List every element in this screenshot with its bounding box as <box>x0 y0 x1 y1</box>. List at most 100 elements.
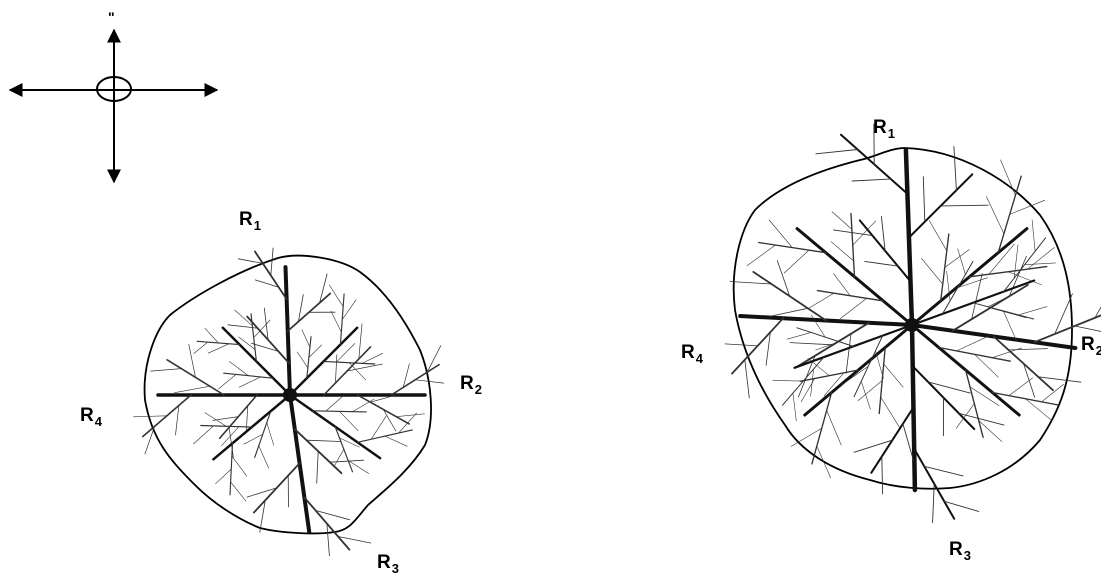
root-twig <box>747 245 775 266</box>
root-twig <box>267 423 274 446</box>
root-twig <box>175 386 210 393</box>
root-twig <box>921 258 942 284</box>
root-twig <box>861 381 870 409</box>
root-twig <box>1025 263 1056 265</box>
left-label-r2: R2 <box>460 374 482 393</box>
root-twig <box>1027 248 1054 270</box>
root-twig <box>846 334 851 374</box>
root-twig <box>271 248 273 275</box>
root-twig <box>385 436 407 446</box>
root-twig <box>205 328 219 343</box>
root-twig <box>816 150 858 154</box>
root-twig <box>232 456 247 476</box>
root-twig <box>777 261 789 297</box>
left-root-system <box>133 248 443 556</box>
root-twig <box>972 274 983 320</box>
root-twig <box>219 374 237 389</box>
root-twig <box>235 310 253 326</box>
root-twig <box>307 440 341 441</box>
root-twig <box>353 399 374 412</box>
root-twig <box>958 249 966 275</box>
root-twig <box>330 460 364 462</box>
compass-north-mark: " <box>108 10 115 24</box>
root-twig <box>923 177 925 222</box>
root-twig <box>193 426 213 444</box>
root-twig <box>176 405 179 435</box>
root-twig <box>327 524 330 556</box>
root-twig <box>929 221 947 251</box>
root-twig <box>941 205 989 206</box>
root-twig <box>1001 160 1016 195</box>
root-twig <box>745 360 750 398</box>
root-twig <box>770 308 808 316</box>
root-twig <box>342 300 356 320</box>
root-twig <box>787 332 811 339</box>
root-twig <box>790 343 833 345</box>
root-twig <box>371 416 386 439</box>
root-twig <box>1032 220 1035 251</box>
root-twig <box>329 285 343 307</box>
root-twig <box>801 379 815 402</box>
root-twig <box>784 250 809 273</box>
right-label-r1: R1 <box>873 118 895 137</box>
root-twig <box>852 179 891 181</box>
root-twig <box>133 416 166 417</box>
root-twig <box>396 414 424 417</box>
root-twig <box>326 396 344 411</box>
root-twig <box>228 325 258 328</box>
root-twig <box>222 427 239 446</box>
root-twig <box>1075 326 1101 334</box>
left-branches <box>133 248 443 556</box>
root-twig <box>1019 307 1048 315</box>
root-twig <box>348 461 369 474</box>
root-twig <box>1095 281 1101 318</box>
root-twig <box>769 220 792 248</box>
root-twig <box>334 449 344 467</box>
root-twig <box>339 411 358 430</box>
root-twig <box>231 482 247 501</box>
root-twig <box>331 311 341 332</box>
root-twig <box>239 377 261 387</box>
root-twig <box>945 250 970 268</box>
right-label-r3: R3 <box>949 540 971 559</box>
root-twig <box>881 397 900 427</box>
root-twig <box>208 344 229 353</box>
root-twig <box>216 469 232 484</box>
root-twig <box>194 342 208 353</box>
root-twig <box>1009 349 1048 350</box>
root-twig <box>811 369 814 396</box>
root-twig <box>151 369 182 372</box>
root-twig <box>349 363 366 380</box>
left-label-r3: R3 <box>377 553 399 572</box>
root-twig <box>1009 378 1033 396</box>
root-twig <box>793 393 796 421</box>
root-twig <box>809 293 834 308</box>
root-twig <box>827 410 842 445</box>
root-twig <box>309 345 322 358</box>
root-twig <box>876 351 884 378</box>
root-twig <box>986 197 1004 234</box>
root-twig <box>317 451 319 483</box>
right-label-r4: R4 <box>681 343 703 362</box>
right-branches <box>725 124 1101 523</box>
root-twig <box>833 273 850 295</box>
root-twig <box>956 404 974 429</box>
root-twig <box>773 380 803 381</box>
left-label-r4: R4 <box>80 406 102 425</box>
root-twig <box>362 353 383 363</box>
left-label-r1: R1 <box>239 210 261 229</box>
root-twig <box>865 261 898 266</box>
root-twig <box>189 344 196 377</box>
right-root-system <box>725 124 1101 523</box>
root-twig <box>725 344 758 346</box>
root-twig <box>882 457 883 494</box>
root-twig <box>840 298 867 318</box>
root-twig <box>957 335 991 351</box>
root-twig <box>259 446 269 468</box>
root-twig <box>817 446 831 478</box>
root-twig <box>1025 399 1052 421</box>
root-twig <box>359 324 362 359</box>
root-twig <box>730 282 772 285</box>
root-twig <box>297 352 308 368</box>
right-label-r2: R2 <box>1081 335 1101 354</box>
